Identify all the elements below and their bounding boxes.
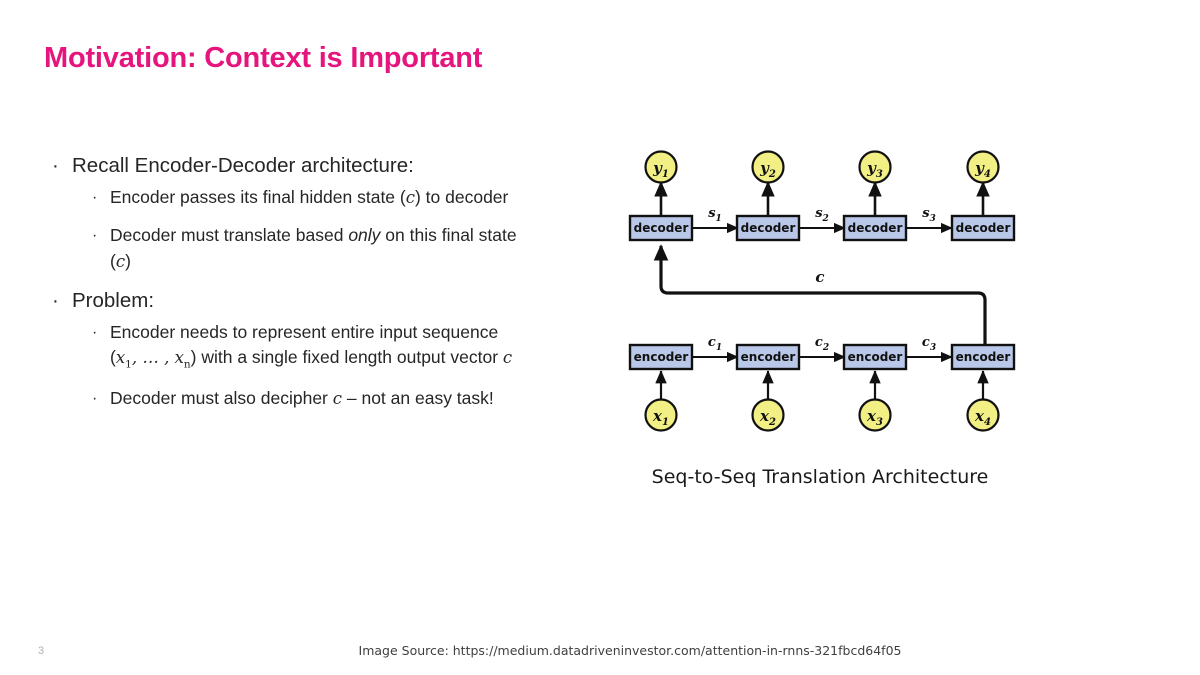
encoder-box-label-1: encoder — [634, 350, 689, 364]
input-node-label-x4: x4 — [974, 407, 991, 428]
bullet-marker: · — [52, 288, 59, 312]
decoder-box-label-1: decoder — [634, 221, 689, 235]
context-vector-path — [653, 244, 987, 345]
encoder-edge-label-c2: c2 — [815, 335, 829, 353]
page-number: 3 — [38, 645, 45, 657]
bullet-level1-label: Recall Encoder-Decoder architecture: — [72, 154, 414, 177]
encoder-box-label-2: encoder — [741, 350, 796, 364]
bullet-marker: · — [92, 389, 98, 407]
output-node-y2 — [751, 150, 785, 184]
output-node-label-y4: y4 — [974, 159, 991, 180]
output-node-label-y1: y1 — [652, 159, 669, 180]
bullet-marker: · — [92, 324, 98, 342]
input-node-label-x3: x3 — [866, 407, 883, 428]
encoder-box-3 — [842, 343, 908, 371]
encoder-edge-label-c3: c3 — [922, 335, 936, 353]
output-node-label-y2: y2 — [759, 159, 776, 180]
decoder-box-2 — [735, 214, 801, 242]
bullet-marker: · — [92, 189, 98, 207]
input-node-x2 — [751, 398, 785, 432]
bullet-level2-label: Decoder must translate based only on thi… — [110, 225, 517, 271]
page-title: Motivation: Context is Important — [44, 42, 483, 74]
decoder-edge-label-s3: s3 — [922, 206, 936, 224]
encoder-box-2 — [735, 343, 801, 371]
input-node-label-x2: x2 — [759, 407, 776, 428]
bullet-level2-encoder-needs: · Encoder needs to represent entire inpu… — [88, 320, 526, 373]
figure-caption: Seq-to-Seq Translation Architecture — [651, 466, 989, 488]
bullet-level1-label: Problem: — [72, 288, 155, 312]
bullet-level2-encoder-passes: · Encoder passes its final hidden state … — [88, 185, 526, 210]
input-node-x3 — [858, 398, 892, 432]
bullet-level2-label: Decoder must also decipher c – not an ea… — [110, 387, 494, 408]
bullet-level1-problem: · Problem: — [46, 287, 526, 314]
bullet-level2-label: Encoder passes its final hidden state (c… — [110, 187, 509, 208]
bullet-list: · Recall Encoder-Decoder architecture: ·… — [46, 152, 526, 424]
image-source-credit: Image Source: https://medium.datadriveni… — [358, 643, 902, 658]
decoder-edge-label-s1: s1 — [708, 206, 722, 224]
seq2seq-architecture-figure: c s1 s2 s3 decoder decoder decoder decod… — [600, 130, 1040, 505]
encoder-box-label-4: encoder — [956, 350, 1011, 364]
bullet-level2-decoder-translate: · Decoder must translate based only on t… — [88, 223, 526, 273]
encoder-edge-label-c1: c1 — [708, 335, 722, 353]
input-node-x4 — [966, 398, 1000, 432]
input-node-label-x1: x1 — [652, 407, 669, 428]
encoder-box-1 — [628, 343, 694, 371]
seq2seq-diagram: c s1 s2 s3 decoder decoder decoder decod… — [628, 150, 1016, 432]
output-node-y1 — [644, 150, 678, 184]
bullet-marker: · — [52, 154, 59, 177]
output-node-y4 — [966, 150, 1000, 184]
decoder-box-3 — [842, 214, 908, 242]
output-node-y3 — [858, 150, 892, 184]
bullet-level2-decoder-decipher: · Decoder must also decipher c – not an … — [88, 386, 526, 411]
bullet-level1-recall: · Recall Encoder-Decoder architecture: — [46, 152, 526, 179]
decoder-box-label-4: decoder — [956, 221, 1011, 235]
output-node-label-y3: y3 — [866, 159, 883, 180]
bullet-level2-label: Encoder needs to represent entire input … — [110, 322, 513, 371]
encoder-box-label-3: encoder — [848, 350, 903, 364]
decoder-edge-label-s2: s2 — [815, 206, 829, 224]
decoder-box-label-2: decoder — [741, 221, 796, 235]
decoder-box-1 — [628, 214, 694, 242]
decoder-box-label-3: decoder — [848, 221, 903, 235]
decoder-box-4 — [950, 214, 1016, 242]
bullet-sublist-recall: · Encoder passes its final hidden state … — [46, 185, 526, 274]
context-label-c: c — [815, 268, 824, 286]
bullet-sublist-problem: · Encoder needs to represent entire inpu… — [46, 320, 526, 411]
bullet-marker: · — [92, 227, 98, 245]
encoder-box-4 — [950, 343, 1016, 371]
input-node-x1 — [644, 398, 678, 432]
